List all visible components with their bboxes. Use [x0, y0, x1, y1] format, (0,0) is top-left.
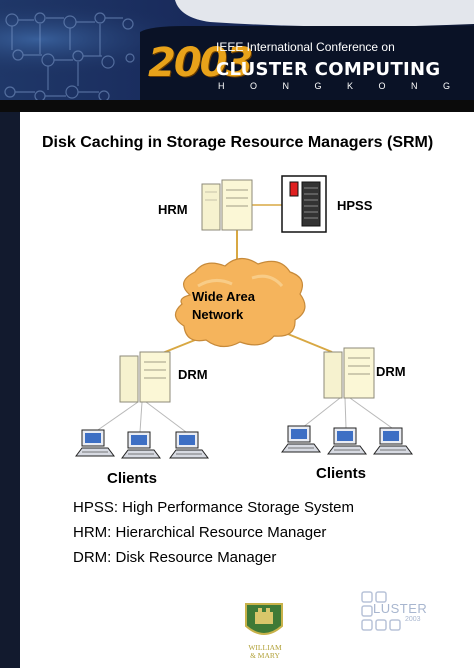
- hrm-label: HRM: [158, 202, 188, 217]
- network-label-line1: Wide Area: [192, 289, 255, 304]
- crest-caption: WILLIAM & MARY: [243, 644, 287, 660]
- legend-item-drm: DRM: Disk Resource Manager: [73, 549, 277, 566]
- brand-year: 2003: [148, 40, 253, 86]
- legend-item-hpss: HPSS: High Performance Storage System: [73, 499, 354, 516]
- client-computer-icon: [169, 431, 209, 459]
- network-label: Wide Area Network: [192, 288, 268, 324]
- network-drm-right-link: [282, 331, 333, 353]
- william-and-mary-crest: [245, 603, 283, 635]
- drm-right-server-icon: [323, 347, 375, 399]
- hrm-server-icon: [201, 179, 253, 231]
- client-computer-icon: [281, 425, 321, 453]
- drm-right-label: DRM: [376, 364, 406, 379]
- network-cloud: [174, 257, 306, 348]
- conference-banner: [0, 0, 474, 112]
- acronym-legend: HPSS: High Performance Storage System HR…: [73, 495, 354, 570]
- drm-left-server-icon: [119, 351, 171, 403]
- left-sidebar-strip: [0, 112, 20, 668]
- slide-title: Disk Caching in Storage Resource Manager…: [42, 134, 434, 151]
- drm-left-label: DRM: [178, 367, 208, 382]
- clients-left-label: Clients: [107, 470, 158, 487]
- network-label-line2: Network: [192, 307, 244, 322]
- banner-graphic: [0, 0, 474, 112]
- conference-name: IEEE International Conference on: [216, 40, 395, 54]
- conference-location: HONGKONG: [218, 81, 474, 91]
- conference-title: CLUSTER COMPUTING: [216, 59, 441, 80]
- crest-caption-line2: & MARY: [250, 651, 280, 660]
- legend-item-hrm: HRM: Hierarchical Resource Manager: [73, 524, 327, 541]
- hpss-storage-icon: [281, 175, 327, 233]
- client-computer-icon: [121, 431, 161, 459]
- clients-right-label: Clients: [316, 465, 367, 482]
- hpss-label: HPSS: [337, 198, 373, 213]
- client-computer-icon: [75, 429, 115, 457]
- cluster-2003-logo: [361, 591, 401, 631]
- client-computer-icon: [327, 427, 367, 455]
- client-computer-icon: [373, 427, 413, 455]
- cluster-logo-word: LUSTER: [373, 601, 428, 616]
- crest-caption-line1: WILLIAM: [248, 643, 282, 652]
- cluster-logo-year: 2003: [405, 616, 421, 623]
